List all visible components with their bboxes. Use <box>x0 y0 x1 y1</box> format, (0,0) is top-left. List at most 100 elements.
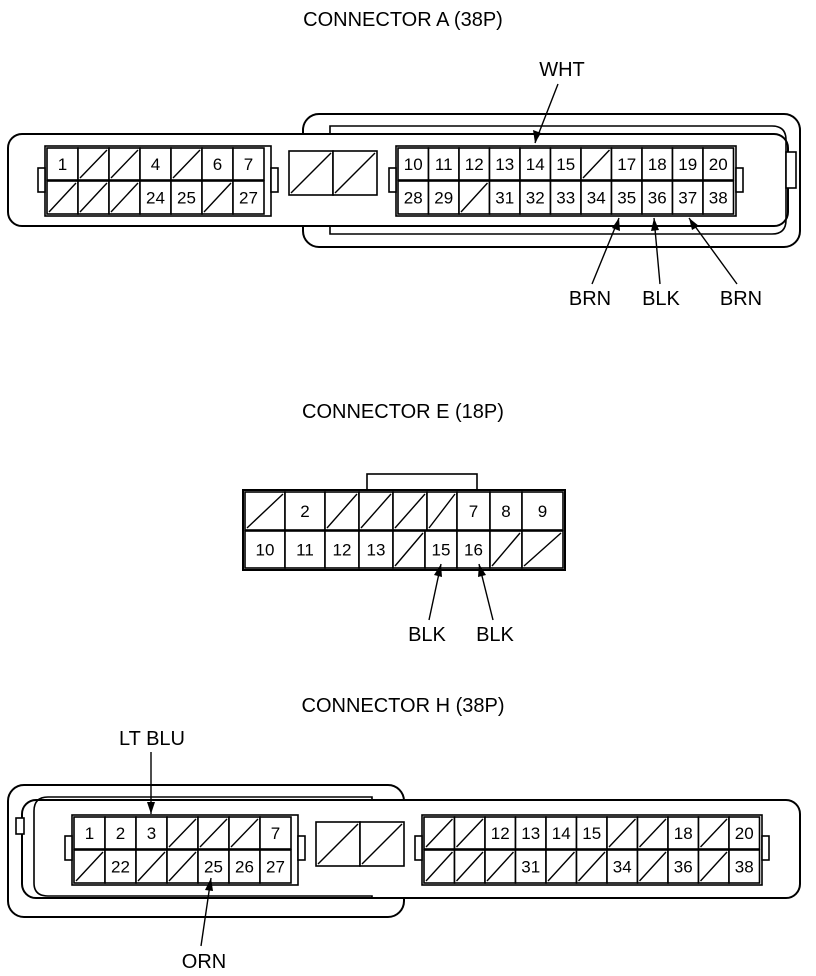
connector-e-pin-label: 2 <box>300 502 309 521</box>
connector-h-cavity-11 <box>453 816 486 850</box>
connector-e-pin-16: 16 <box>456 530 491 569</box>
connector-h-pin-14: 14 <box>545 816 578 850</box>
connector-a-wire-pin35: BRN <box>569 288 611 310</box>
connector-e-pin-label: 7 <box>469 502 478 521</box>
connector-h-pin-label: 7 <box>271 824 280 843</box>
connector-h-pin-25: 25 <box>197 849 230 884</box>
connector-h-cavity-21 <box>73 849 106 884</box>
connector-h-pin-7: 7 <box>259 816 292 850</box>
connector-h-pin-label: 34 <box>613 858 632 877</box>
connector-h-pin-38: 38 <box>728 849 761 884</box>
connector-h-cavity-19 <box>697 816 730 850</box>
connector-a-pin-34: 34 <box>580 180 613 215</box>
connector-h-pin-12: 12 <box>484 816 517 850</box>
connector-a-arrow-pin36 <box>651 218 659 231</box>
connector-a-leader-pin35 <box>591 217 620 285</box>
connector-a-pin-label: 35 <box>617 189 636 208</box>
connector-a-pin-35: 35 <box>610 180 643 215</box>
connector-a-pin-24: 24 <box>139 180 172 215</box>
connector-a-pin-36: 36 <box>641 180 674 215</box>
connector-h-right-latch-right <box>761 835 770 861</box>
connector-a-pin-label: 27 <box>239 189 258 208</box>
connector-e-cavity-1 <box>244 491 286 531</box>
connector-a-pin-label: 7 <box>244 155 253 174</box>
connector-h-pin-34: 34 <box>606 849 639 884</box>
connector-a-pin-17: 17 <box>610 147 643 181</box>
connector-a-pin-label: 25 <box>177 189 196 208</box>
connector-e-cavity-4 <box>358 491 394 531</box>
connector-h-right-latch <box>414 835 423 861</box>
connector-e-lock-tab <box>366 473 478 491</box>
connector-a-left-latch <box>37 167 46 193</box>
connector-a-pin-15: 15 <box>549 147 582 181</box>
connector-h-pin-18: 18 <box>667 816 700 850</box>
connector-a-pin-label: 32 <box>526 189 545 208</box>
connector-e-pin-9: 9 <box>521 491 564 531</box>
connector-h-title: CONNECTOR H (38P) <box>302 695 505 717</box>
connector-a-arrow-pin35 <box>612 218 620 231</box>
connector-a-cavity-26 <box>201 180 234 215</box>
connector-h-cavity-37 <box>697 849 730 884</box>
connector-a-pin-19: 19 <box>671 147 704 181</box>
connector-h-wire-pin3: LT BLU <box>119 728 185 750</box>
connector-h-pin-3: 3 <box>135 816 168 850</box>
connector-h-cavity-29 <box>453 849 486 884</box>
connector-a-arrow-pin37 <box>689 218 699 230</box>
connector-a-pin-label: 4 <box>151 155 160 174</box>
connector-h-cavity-23 <box>135 849 168 884</box>
connector-h-wire-pin25: ORN <box>182 951 226 973</box>
connector-e-arrow-pin15 <box>434 564 442 577</box>
connector-a-arrow-pin14 <box>533 130 541 143</box>
connector-a-pin-label: 13 <box>495 155 514 174</box>
connector-h-left-latch <box>64 835 73 861</box>
connector-h-pin-1: 1 <box>73 816 106 850</box>
connector-e-pin-12: 12 <box>324 530 360 569</box>
connector-a-pin-13: 13 <box>488 147 521 181</box>
connector-a-pin-label: 29 <box>434 189 453 208</box>
connector-a-pin-32: 32 <box>519 180 552 215</box>
connector-a-pin-label: 12 <box>465 155 484 174</box>
connector-a-wire-pin37: BRN <box>720 288 762 310</box>
connector-a-pin-25: 25 <box>170 180 203 215</box>
connector-h-left-latch-right <box>297 835 306 861</box>
connector-a-cavity-3 <box>108 147 141 181</box>
connector-a-pin-label: 17 <box>617 155 636 174</box>
connector-a-pin-31: 31 <box>488 180 521 215</box>
connector-e-cavity-6 <box>426 491 458 531</box>
connector-h-pin-label: 31 <box>521 858 540 877</box>
connector-a-pin-label: 36 <box>648 189 667 208</box>
connector-a-pin-7: 7 <box>232 147 265 181</box>
connector-a-pin-28: 28 <box>397 180 430 215</box>
connector-h-cavity-32 <box>545 849 578 884</box>
connector-e-pin-10: 10 <box>244 530 286 569</box>
connector-a-pin-label: 33 <box>556 189 575 208</box>
connector-h-pin-label: 2 <box>116 824 125 843</box>
connector-a-pin-10: 10 <box>397 147 430 181</box>
connector-a-leader-pin37 <box>688 217 738 285</box>
connector-a-pin-1: 1 <box>46 147 79 181</box>
connector-a-pin-33: 33 <box>549 180 582 215</box>
connector-h-pin-36: 36 <box>667 849 700 884</box>
connector-h-pin-31: 31 <box>514 849 547 884</box>
connector-a-side-lock <box>785 151 797 189</box>
connector-h-pin-label: 36 <box>674 858 693 877</box>
connector-e-pin-label: 12 <box>333 541 352 560</box>
connector-e-wire-pin16: BLK <box>476 624 514 646</box>
connector-a-pin-label: 10 <box>404 155 423 174</box>
connector-e-pin-8: 8 <box>489 491 523 531</box>
connector-a-right-latch <box>388 167 397 193</box>
connector-a-pin-4: 4 <box>139 147 172 181</box>
connector-h-cavity-35 <box>636 849 669 884</box>
connector-a-pin-label: 1 <box>58 155 67 174</box>
connector-h-pin-label: 1 <box>85 824 94 843</box>
connector-e-pin-2: 2 <box>284 491 326 531</box>
connector-a-pin-label: 11 <box>435 155 453 174</box>
connector-a-pin-12: 12 <box>458 147 491 181</box>
connector-h-pin-label: 22 <box>111 858 130 877</box>
connector-h-arrow-pin25 <box>205 878 213 891</box>
connector-h-cavity-10 <box>423 816 456 850</box>
connector-a-wire-pin36: BLK <box>642 288 680 310</box>
connector-a-pin-label: 18 <box>648 155 667 174</box>
